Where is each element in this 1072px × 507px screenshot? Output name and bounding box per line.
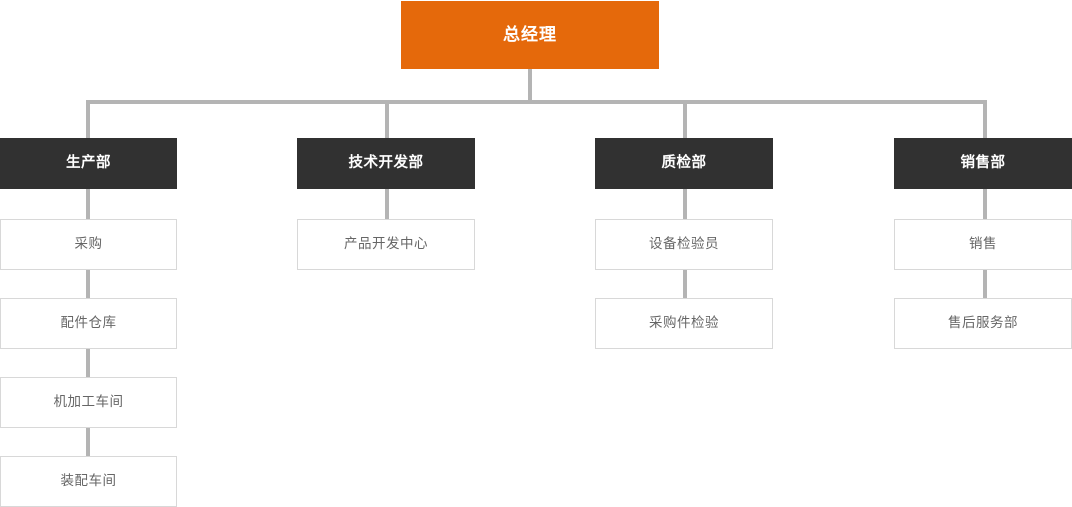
- node-root[interactable]: 总经理: [401, 1, 659, 69]
- node-dept-4[interactable]: 销售部: [894, 138, 1072, 189]
- node-dept-3-label: 质检部: [661, 154, 707, 171]
- connector-bus-to-dept-3: [683, 100, 687, 138]
- node-dept-1-child-3[interactable]: 机加工车间: [0, 377, 177, 428]
- node-dept-1[interactable]: 生产部: [0, 138, 177, 189]
- node-dept-1-child-4[interactable]: 装配车间: [0, 456, 177, 507]
- connector-root-stem: [528, 69, 532, 102]
- node-dept-3-child-1[interactable]: 设备检验员: [595, 219, 773, 270]
- node-dept-4-child-1-label: 销售: [969, 236, 997, 253]
- node-dept-3-child-2[interactable]: 采购件检验: [595, 298, 773, 349]
- node-dept-1-child-1-label: 采购: [74, 236, 103, 253]
- connector-dept1-child1-to-child2: [86, 270, 90, 298]
- node-dept-2-label: 技术开发部: [348, 154, 424, 171]
- node-dept-1-child-2-label: 配件仓库: [60, 315, 117, 332]
- node-dept-1-child-1[interactable]: 采购: [0, 219, 177, 270]
- node-dept-3-child-2-label: 采购件检验: [649, 315, 719, 332]
- node-dept-1-child-3-label: 机加工车间: [53, 394, 124, 411]
- node-dept-3-child-1-label: 设备检验员: [649, 236, 719, 253]
- node-dept-4-child-2-label: 售后服务部: [948, 315, 1018, 332]
- node-dept-2-child-1[interactable]: 产品开发中心: [297, 219, 475, 270]
- node-dept-4-label: 销售部: [960, 154, 1006, 171]
- node-dept-1-child-2[interactable]: 配件仓库: [0, 298, 177, 349]
- connector-bus-to-dept-1: [86, 100, 90, 138]
- node-dept-2-child-1-label: 产品开发中心: [344, 236, 428, 253]
- connector-horizontal-bus: [86, 100, 987, 104]
- node-dept-4-child-1[interactable]: 销售: [894, 219, 1072, 270]
- node-dept-1-label: 生产部: [66, 154, 111, 171]
- connector-bus-to-dept-4: [983, 100, 987, 138]
- node-dept-3[interactable]: 质检部: [595, 138, 773, 189]
- node-dept-4-child-2[interactable]: 售后服务部: [894, 298, 1072, 349]
- node-root-label: 总经理: [503, 24, 557, 45]
- connector-dept2-to-child1: [385, 189, 389, 219]
- connector-bus-to-dept-2: [385, 100, 389, 138]
- connector-dept1-child3-to-child4: [86, 428, 90, 456]
- connector-dept3-to-child1: [683, 189, 687, 219]
- node-dept-1-child-4-label: 装配车间: [60, 473, 117, 490]
- connector-dept3-child1-to-child2: [683, 270, 687, 298]
- connector-dept1-child2-to-child3: [86, 349, 90, 377]
- connector-dept1-to-child1: [86, 189, 90, 219]
- connector-dept4-child1-to-child2: [983, 270, 987, 298]
- node-dept-2[interactable]: 技术开发部: [297, 138, 475, 189]
- connector-dept4-to-child1: [983, 189, 987, 219]
